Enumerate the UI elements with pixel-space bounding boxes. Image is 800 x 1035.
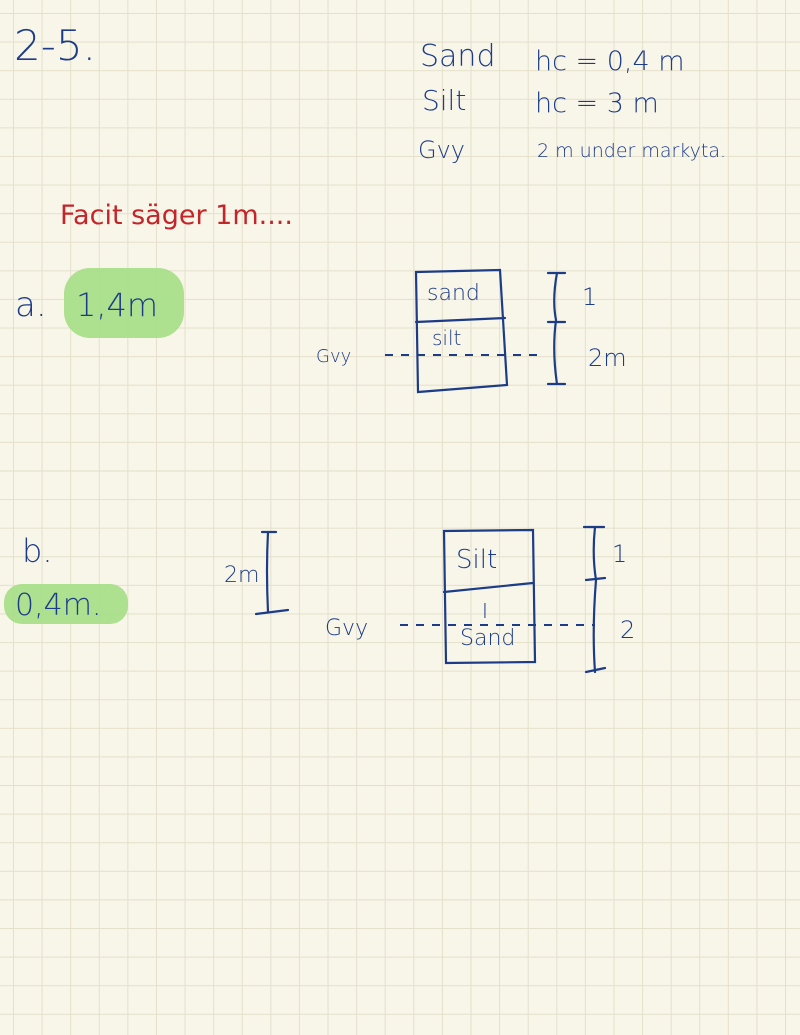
answer-highlight <box>4 584 128 624</box>
part-a: a. 1,4m sand silt Gvy 1 2m <box>15 268 627 394</box>
answer-highlight <box>64 268 184 338</box>
dim-top: 1 <box>582 283 597 311</box>
part-a-label: a. <box>15 285 47 325</box>
dim-bottom: 2 <box>620 616 635 644</box>
given-label-sand: Sand <box>420 39 495 74</box>
problem-heading: 2-5. <box>14 21 96 70</box>
answer-key-note: Facit säger 1m.... <box>60 200 293 231</box>
soil-profile-b: Silt I Sand Gvy 1 2 <box>325 525 635 674</box>
given-value-sand: hc = 0,4 m <box>535 46 685 77</box>
layer-silt: silt <box>432 326 461 350</box>
part-b-label: b. <box>22 532 52 570</box>
marker: I <box>482 599 488 623</box>
gw-label: Gvy <box>325 616 368 641</box>
part-a-answer: 1,4m <box>76 286 158 324</box>
part-b: b. 0,4m. 2m Silt I Sand Gvy 1 2 <box>4 525 635 674</box>
given-values: Sand hc = 0,4 m Silt hc = 3 m Gvy 2 m un… <box>418 39 726 164</box>
given-label-gvy: Gvy <box>418 136 465 164</box>
layer-sand: sand <box>427 281 480 306</box>
dim-bottom: 2m <box>588 344 627 372</box>
side-dim: 2m <box>224 563 259 588</box>
given-value-silt: hc = 3 m <box>535 88 659 119</box>
dim-top: 1 <box>612 540 627 568</box>
gw-label: Gvy <box>316 346 351 367</box>
given-value-gvy: 2 m under markyta. <box>537 140 726 162</box>
layer-silt: Silt <box>456 545 497 575</box>
part-b-answer: 0,4m. <box>15 588 101 623</box>
given-label-silt: Silt <box>422 84 466 117</box>
soil-profile-a: sand silt Gvy 1 2m <box>316 268 627 394</box>
layer-sand: Sand <box>460 626 515 651</box>
